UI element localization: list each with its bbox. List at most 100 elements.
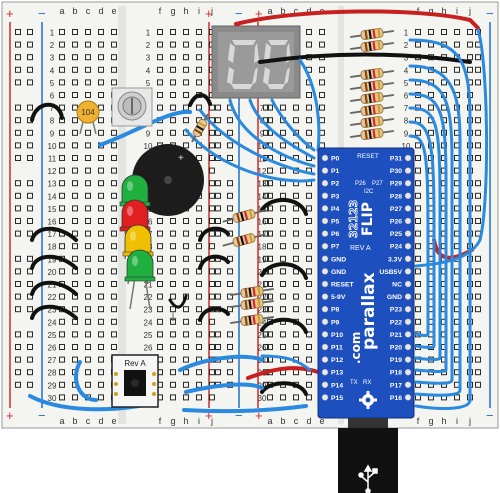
breadboard-hole — [157, 318, 163, 325]
breadboard-hole — [415, 192, 421, 199]
breadboard-hole — [157, 268, 163, 275]
breadboard-hole — [170, 66, 176, 73]
breadboard-hole — [263, 218, 269, 224]
breadboard-hole — [196, 293, 202, 300]
breadboard-hole — [59, 218, 65, 224]
breadboard-hole — [59, 29, 65, 35]
breadboard-hole — [98, 230, 104, 237]
breadboard-hole — [85, 29, 91, 35]
flip-pin — [404, 179, 412, 187]
black-wire — [260, 381, 308, 396]
rail-plus-sign: + — [205, 408, 213, 423]
breadboard-hole — [85, 167, 91, 174]
flip-pin — [404, 242, 412, 250]
flip-pin-label: P25 — [390, 231, 402, 238]
breadboard-hole — [196, 54, 202, 61]
row-number: 24 — [48, 318, 57, 327]
column-letter: d — [98, 416, 103, 426]
breadboard-hole — [85, 129, 91, 136]
flip-pin-label: P31 — [390, 156, 402, 163]
row-number: 23 — [144, 306, 153, 315]
breadboard-hole — [27, 29, 33, 35]
breadboard-hole — [215, 117, 221, 124]
column-letter: d — [306, 6, 311, 16]
breadboard-hole — [415, 255, 421, 262]
breadboard-hole — [27, 369, 33, 376]
breadboard-hole — [59, 293, 65, 300]
breadboard-hole — [59, 268, 65, 275]
flip-pin — [404, 205, 412, 212]
column-letter: f — [159, 416, 162, 426]
breadboard-hole — [428, 92, 434, 98]
breadboard-hole — [280, 268, 286, 275]
flip-pin-label: P1 — [331, 168, 340, 175]
breadboard-hole — [111, 255, 117, 262]
row-number: 2 — [404, 41, 409, 50]
blue-wire — [408, 78, 454, 385]
breadboard-hole — [263, 344, 269, 350]
breadboard-hole — [467, 29, 473, 35]
breadboard-hole — [454, 66, 460, 73]
breadboard-hole — [170, 369, 176, 376]
row-number: 16 — [48, 218, 57, 227]
flip-board-number: 32123 — [347, 200, 360, 238]
breadboard-hole — [215, 331, 221, 338]
breadboard-hole — [157, 104, 163, 111]
breadboard-hole — [209, 268, 215, 275]
breadboard-hole — [59, 66, 65, 73]
breadboard-hole — [215, 218, 221, 224]
flip-brand: parallax — [359, 272, 379, 350]
breadboard-hole — [475, 129, 481, 136]
breadboard-hole — [59, 356, 65, 363]
flip-pin-label: P4 — [331, 206, 340, 213]
breadboard-hole — [59, 92, 65, 98]
breadboard-hole — [306, 255, 312, 262]
breadboard-hole — [209, 331, 215, 338]
breadboard-hole — [475, 356, 481, 363]
breadboard-hole — [319, 92, 325, 98]
breadboard-hole — [15, 281, 21, 287]
breadboard-hole — [475, 155, 481, 161]
gear-icon — [359, 391, 377, 409]
breadboard-hole — [467, 54, 473, 61]
column-letter: g — [428, 416, 433, 426]
breadboard-hole — [183, 29, 189, 35]
column-letter: i — [456, 6, 458, 16]
breadboard-hole — [454, 79, 460, 86]
row-number: 19 — [258, 255, 267, 264]
breadboard-hole — [157, 331, 163, 338]
breadboard-hole — [27, 344, 33, 350]
breadboard-hole — [15, 306, 21, 313]
breadboard-hole — [170, 381, 176, 388]
column-letter: f — [159, 6, 162, 16]
breadboard-hole — [227, 281, 233, 287]
breadboard-hole — [196, 205, 202, 212]
breadboard-hole — [98, 356, 104, 363]
column-letter: j — [210, 416, 213, 426]
breadboard-hole — [170, 331, 176, 338]
breadboard-hole — [111, 129, 117, 136]
flip-pin — [321, 280, 329, 288]
resistor — [230, 286, 274, 298]
flip-pin — [321, 381, 329, 389]
breadboard-hole — [196, 306, 202, 313]
breadboard-hole — [85, 142, 91, 149]
breadboard-hole — [306, 281, 312, 287]
breadboard-hole — [475, 142, 481, 149]
column-letter: e — [111, 416, 116, 426]
blue-wire — [408, 120, 436, 349]
breadboard-hole — [306, 104, 312, 111]
row-number: 25 — [258, 331, 267, 340]
flip-right-pins — [404, 154, 412, 401]
breadboard-hole — [280, 142, 286, 149]
breadboard-hole — [85, 218, 91, 224]
column-letter: a — [267, 416, 272, 426]
breadboard-hole — [72, 66, 78, 73]
breadboard-hole — [209, 167, 215, 174]
breadboard-hole — [209, 218, 215, 224]
row-number: 3 — [50, 54, 55, 63]
row-number: 9 — [260, 129, 265, 138]
breadboard-hole — [428, 129, 434, 136]
breadboard-hole — [27, 218, 33, 224]
breadboard-hole — [27, 66, 33, 73]
